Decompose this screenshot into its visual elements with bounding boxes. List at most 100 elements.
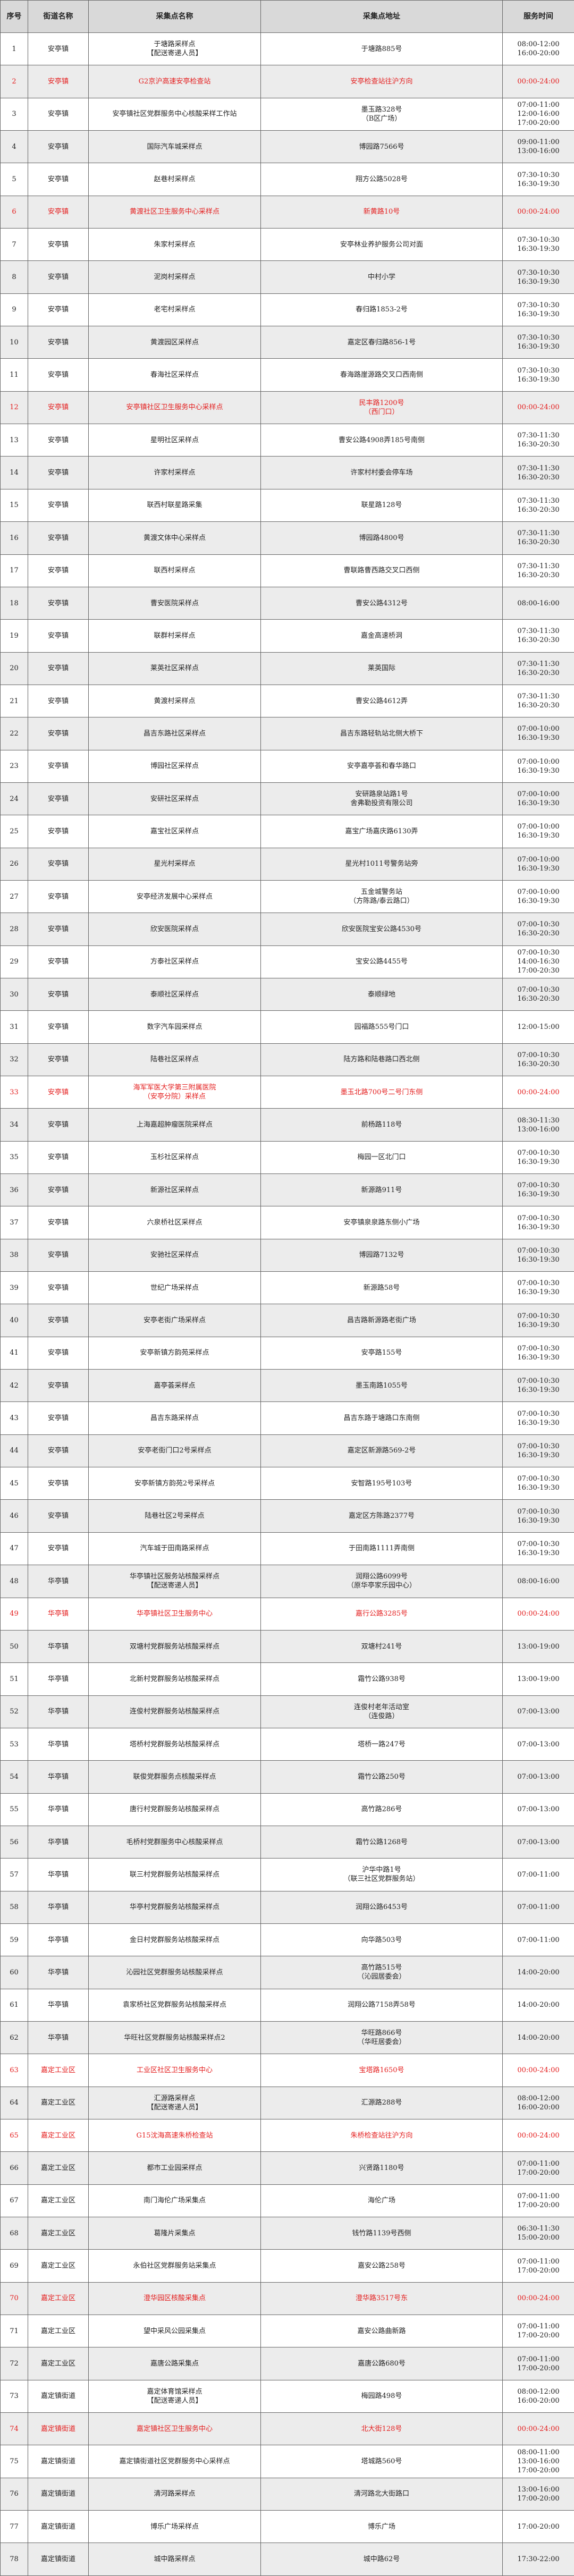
street-name-cell: 嘉定工业区 [28, 2282, 89, 2315]
row-number-cell: 27 [1, 880, 28, 913]
point-name-cell: 黄渡社区卫生服务中心采样点 [89, 196, 261, 228]
point-address-cell: 高竹路515号 （沁园居委会） [261, 1956, 503, 1989]
service-time-cell: 07:00-10:30 16:30-19:30 [503, 1206, 574, 1239]
point-name-cell: 春海社区采样点 [89, 359, 261, 391]
service-time-cell: 08:00-11:00 13:00-16:00 17:00-20:00 [503, 2445, 574, 2478]
point-name-cell: 毛桥村党群服务中心核酸采样点 [89, 1826, 261, 1858]
street-name-cell: 嘉定工业区 [28, 2347, 89, 2380]
row-number-cell: 9 [1, 293, 28, 326]
point-address-cell: 高竹路286号 [261, 1793, 503, 1826]
point-name-cell: 安亭老街门口2号采样点 [89, 1434, 261, 1467]
street-name-cell: 安亭镇 [28, 98, 89, 130]
service-time-cell: 07:30-11:30 16:30-20:30 [503, 554, 574, 587]
row-number-cell: 48 [1, 1565, 28, 1598]
street-name-cell: 安亭镇 [28, 587, 89, 619]
street-name-cell: 安亭镇 [28, 1500, 89, 1532]
service-time-cell: 00:00-24:00 [503, 2413, 574, 2445]
street-name-cell: 安亭镇 [28, 261, 89, 293]
row-number-cell: 65 [1, 2119, 28, 2152]
point-address-cell: 莱英国际 [261, 652, 503, 685]
street-name-cell: 安亭镇 [28, 1272, 89, 1304]
point-name-cell: 联群村采样点 [89, 620, 261, 652]
point-address-cell: 曹安公路4908弄185号南侧 [261, 424, 503, 457]
service-time-cell: 07:30-10:30 16:30-19:30 [503, 359, 574, 391]
point-address-cell: 嘉行公路3285号 [261, 1598, 503, 1630]
service-time-cell: 07:00-10:30 16:30-19:30 [503, 1402, 574, 1434]
point-address-cell: 城中路62号 [261, 2543, 503, 2575]
row-number-cell: 28 [1, 913, 28, 945]
row-number-cell: 34 [1, 1109, 28, 1141]
point-name-cell: 莱英社区采样点 [89, 652, 261, 685]
row-number-cell: 40 [1, 1304, 28, 1337]
row-number-cell: 26 [1, 848, 28, 880]
point-address-cell: 嘉唐公路680号 [261, 2347, 503, 2380]
point-address-cell: 博园路4800号 [261, 522, 503, 554]
row-number-cell: 43 [1, 1402, 28, 1434]
service-time-cell: 07:00-13:00 [503, 1793, 574, 1826]
service-time-cell: 07:00-10:30 16:30-19:30 [503, 1467, 574, 1500]
row-number-cell: 35 [1, 1141, 28, 1173]
row-number-cell: 47 [1, 1532, 28, 1565]
row-number-cell: 51 [1, 1663, 28, 1695]
service-time-cell: 14:00-20:00 [503, 1956, 574, 1989]
point-name-cell: 陆巷社区采样点 [89, 1043, 261, 1076]
service-time-cell: 13:00-19:00 [503, 1630, 574, 1662]
point-name-cell: 赵巷村采样点 [89, 163, 261, 196]
row-number-cell: 29 [1, 945, 28, 978]
point-name-cell: 星光村采样点 [89, 848, 261, 880]
header-point-address: 采集点地址 [261, 1, 503, 33]
row-number-cell: 63 [1, 2054, 28, 2087]
point-address-cell: 曹安公路4612弄 [261, 685, 503, 717]
point-name-cell: 嘉亭荟采样点 [89, 1370, 261, 1402]
point-address-cell: 春海路崖源路交叉口西南侧 [261, 359, 503, 391]
row-number-cell: 24 [1, 782, 28, 815]
row-number-cell: 30 [1, 978, 28, 1010]
point-name-cell: 金日村党群服务站核酸采样点 [89, 1923, 261, 1956]
street-name-cell: 华亭镇 [28, 2021, 89, 2054]
street-name-cell: 安亭镇 [28, 848, 89, 880]
row-number-cell: 16 [1, 522, 28, 554]
street-name-cell: 华亭镇 [28, 1630, 89, 1662]
service-time-cell: 07:00-13:00 [503, 1826, 574, 1858]
service-time-cell: 07:00-10:00 16:30-19:30 [503, 848, 574, 880]
row-number-cell: 38 [1, 1239, 28, 1271]
point-address-cell: 翔方公路5028号 [261, 163, 503, 196]
point-address-cell: 嘉宝广场嘉庆路6130弄 [261, 815, 503, 848]
service-time-cell: 07:00-10:00 16:30-19:30 [503, 782, 574, 815]
street-name-cell: 华亭镇 [28, 1663, 89, 1695]
service-time-cell: 07:00-10:30 16:30-19:30 [503, 1141, 574, 1173]
point-address-cell: 梅园一区北门口 [261, 1141, 503, 1173]
service-time-cell: 07:30-10:30 16:30-19:30 [503, 163, 574, 196]
street-name-cell: 嘉定工业区 [28, 2152, 89, 2184]
point-address-cell: 霜竹公路938号 [261, 1663, 503, 1695]
row-number-cell: 6 [1, 196, 28, 228]
service-time-cell: 07:00-11:00 17:00-20:00 [503, 2315, 574, 2347]
row-number-cell: 39 [1, 1272, 28, 1304]
point-address-cell: 昌吉路新源路老街广场 [261, 1304, 503, 1337]
header-row: 序号 街道名称 采集点名称 采集点地址 服务时间 [1, 1, 574, 33]
point-name-cell: 国际汽车城采样点 [89, 131, 261, 163]
row-number-cell: 19 [1, 620, 28, 652]
street-name-cell: 嘉定工业区 [28, 2217, 89, 2250]
